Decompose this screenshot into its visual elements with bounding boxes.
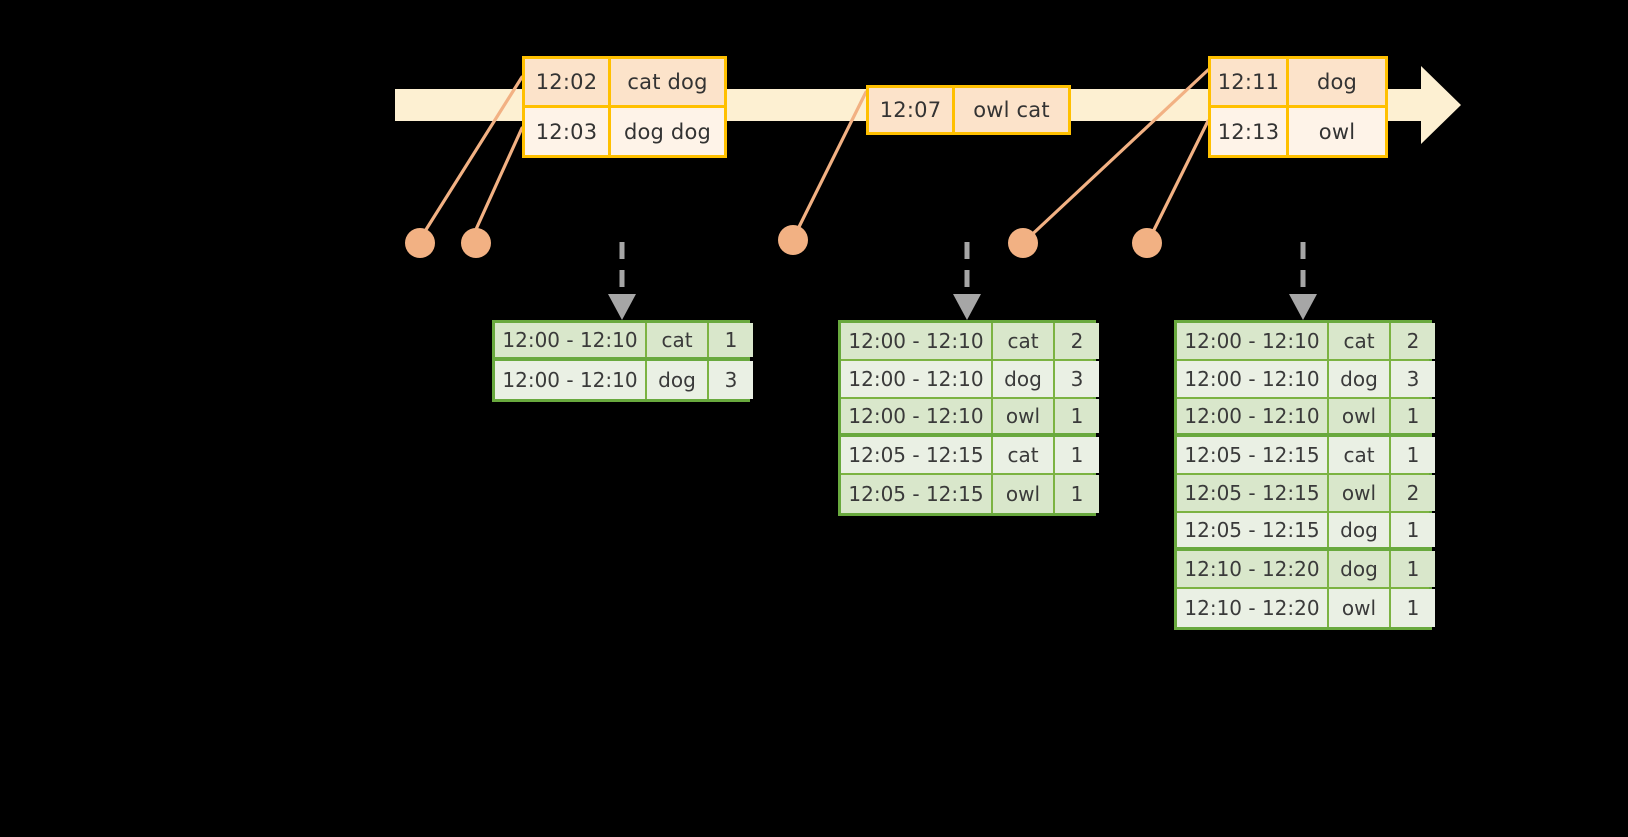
cell-window: 12:05 - 12:15	[1177, 475, 1329, 511]
emit-arrows	[619, 242, 1306, 294]
event-dot-5	[1132, 228, 1162, 258]
event-time: 12:13	[1211, 108, 1289, 155]
event-row[interactable]: 12:02 cat dog	[525, 59, 724, 109]
event-words: dog	[1289, 59, 1385, 106]
cell-window: 12:00 - 12:10	[841, 323, 993, 359]
event-words: owl cat	[955, 88, 1068, 132]
connector-line-3	[791, 90, 868, 241]
event-dots	[405, 225, 1162, 258]
event-time: 12:07	[869, 88, 955, 132]
cell-window: 12:00 - 12:10	[1177, 323, 1329, 359]
cell-window: 12:00 - 12:10	[1177, 399, 1329, 433]
cell-word: dog	[1329, 513, 1391, 547]
cell-word: dog	[1329, 361, 1391, 397]
cell-count: 1	[1055, 399, 1099, 433]
cell-window: 12:05 - 12:15	[841, 437, 993, 473]
cell-window: 12:05 - 12:15	[1177, 513, 1329, 547]
connector-line-2	[471, 126, 524, 238]
event-group-3[interactable]: 12:11 dog 12:13 owl	[1208, 56, 1388, 158]
cell-count: 3	[1055, 361, 1099, 397]
cell-word: dog	[1329, 551, 1391, 587]
event-words: owl	[1289, 108, 1385, 155]
cell-count: 1	[1391, 399, 1435, 433]
cell-count: 1	[1391, 589, 1435, 627]
cell-window: 12:00 - 12:10	[495, 361, 647, 399]
cell-word: cat	[647, 323, 709, 357]
cell-window: 12:00 - 12:10	[841, 361, 993, 397]
event-time: 12:02	[525, 59, 611, 106]
event-dot-3	[778, 225, 808, 255]
cell-window: 12:00 - 12:10	[1177, 361, 1329, 397]
cell-count: 1	[1391, 513, 1435, 547]
connector-line-1	[420, 75, 524, 238]
event-row[interactable]: 12:03 dog dog	[525, 108, 724, 155]
cell-count: 1	[709, 323, 753, 357]
cell-word: cat	[993, 437, 1055, 473]
emit-arrow-head-1	[608, 294, 636, 320]
event-row[interactable]: 12:13 owl	[1211, 108, 1385, 155]
event-dot-2	[461, 228, 491, 258]
event-row[interactable]: 12:11 dog	[1211, 59, 1385, 109]
cell-window: 12:00 - 12:10	[495, 323, 647, 357]
event-words: dog dog	[611, 108, 724, 155]
emit-arrow-head-3	[1289, 294, 1317, 320]
cell-word: owl	[1329, 475, 1391, 511]
event-time: 12:11	[1211, 59, 1289, 106]
cell-count: 3	[1391, 361, 1435, 397]
emit-arrow-heads	[608, 294, 1317, 320]
event-dot-4	[1008, 228, 1038, 258]
emit-arrow-head-2	[953, 294, 981, 320]
cell-count: 1	[1391, 437, 1435, 473]
cell-count: 1	[1055, 475, 1099, 513]
event-dot-1	[405, 228, 435, 258]
cell-count: 2	[1391, 475, 1435, 511]
event-group-2[interactable]: 12:07 owl cat	[866, 85, 1071, 135]
cell-window: 12:10 - 12:20	[1177, 589, 1329, 627]
cell-word: owl	[993, 399, 1055, 433]
event-group-1[interactable]: 12:02 cat dog 12:03 dog dog	[522, 56, 727, 158]
cell-count: 3	[709, 361, 753, 399]
cell-word: dog	[647, 361, 709, 399]
cell-window: 12:10 - 12:20	[1177, 551, 1329, 587]
cell-window: 12:05 - 12:15	[841, 475, 993, 513]
cell-count: 1	[1391, 551, 1435, 587]
cell-count: 2	[1055, 323, 1099, 359]
event-words: cat dog	[611, 59, 724, 106]
cell-window: 12:00 - 12:10	[841, 399, 993, 433]
cell-word: cat	[1329, 323, 1391, 359]
connector-line-5	[1146, 119, 1210, 244]
cell-word: cat	[993, 323, 1055, 359]
cell-word: cat	[1329, 437, 1391, 473]
event-time: 12:03	[525, 108, 611, 155]
cell-word: owl	[993, 475, 1055, 513]
cell-word: owl	[1329, 399, 1391, 433]
cell-count: 1	[1055, 437, 1099, 473]
cell-window: 12:05 - 12:15	[1177, 437, 1329, 473]
cell-word: dog	[993, 361, 1055, 397]
cell-count: 2	[1391, 323, 1435, 359]
cell-word: owl	[1329, 589, 1391, 627]
